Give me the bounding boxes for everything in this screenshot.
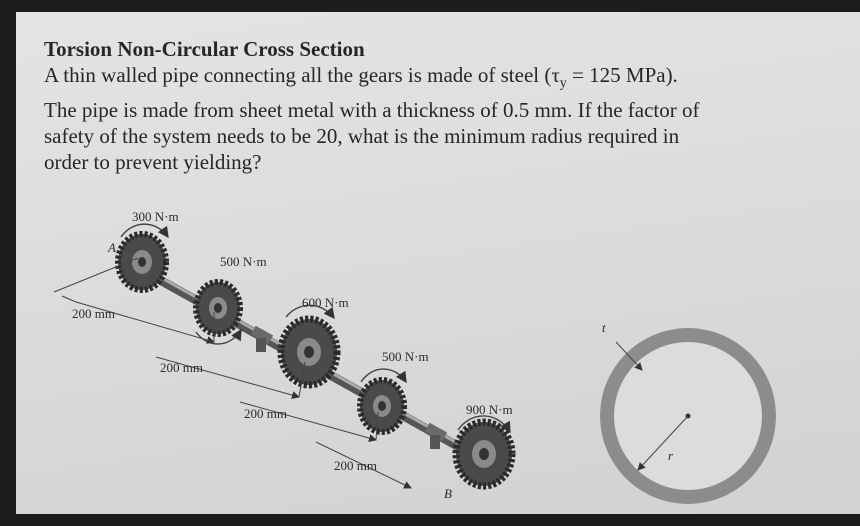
gear-b bbox=[452, 418, 516, 490]
thickness-label: t bbox=[602, 320, 606, 335]
problem-line-3: safety of the system needs to be 20, wha… bbox=[44, 124, 680, 149]
problem-line-1-text: A thin walled pipe connecting all the ge… bbox=[44, 63, 560, 87]
problem-line-2: The pipe is made from sheet metal with a… bbox=[44, 98, 700, 123]
torque-label-2: 500 N·m bbox=[220, 254, 267, 269]
thickness-leader bbox=[615, 341, 643, 371]
spacing-label-1: 200 mm bbox=[72, 306, 115, 321]
dimension-lines bbox=[53, 257, 412, 489]
pipe-cross-section bbox=[600, 328, 776, 504]
torque-label-1: 300 N·m bbox=[132, 209, 179, 224]
gear-a bbox=[115, 231, 169, 293]
gear-2 bbox=[193, 279, 243, 337]
bearing-1 bbox=[250, 325, 274, 352]
torque-label-3: 600 N·m bbox=[302, 295, 349, 310]
torque-label-4: 500 N·m bbox=[382, 349, 429, 364]
spacing-label-4: 200 mm bbox=[334, 458, 377, 473]
spacing-label-2: 200 mm bbox=[160, 360, 203, 375]
problem-title: Torsion Non-Circular Cross Section bbox=[44, 37, 365, 61]
point-b-label: B bbox=[444, 486, 452, 501]
radius-line bbox=[637, 415, 689, 471]
problem-line-4: order to prevent yielding? bbox=[44, 150, 262, 175]
point-a-label: A bbox=[107, 240, 116, 255]
figure: 300 N·m 500 N·m 600 N·m 500 N·m 900 N·m … bbox=[53, 209, 776, 504]
torque-arrows bbox=[120, 223, 511, 434]
torque-label-5: 900 N·m bbox=[466, 402, 513, 417]
bearing-2 bbox=[424, 422, 448, 449]
gear-4 bbox=[357, 377, 407, 435]
spacing-label-3: 200 mm bbox=[244, 406, 287, 421]
gear-3 bbox=[277, 315, 341, 389]
radius-label: r bbox=[668, 448, 674, 463]
problem-statement: Torsion Non-Circular Cross Section A thi… bbox=[44, 36, 834, 175]
problem-line-1-end: = 125 MPa). bbox=[566, 63, 678, 87]
problem-line-1: A thin walled pipe connecting all the ge… bbox=[44, 62, 834, 97]
tau-subscript: y bbox=[559, 76, 567, 92]
textbook-page: Torsion Non-Circular Cross Section A thi… bbox=[16, 12, 860, 514]
